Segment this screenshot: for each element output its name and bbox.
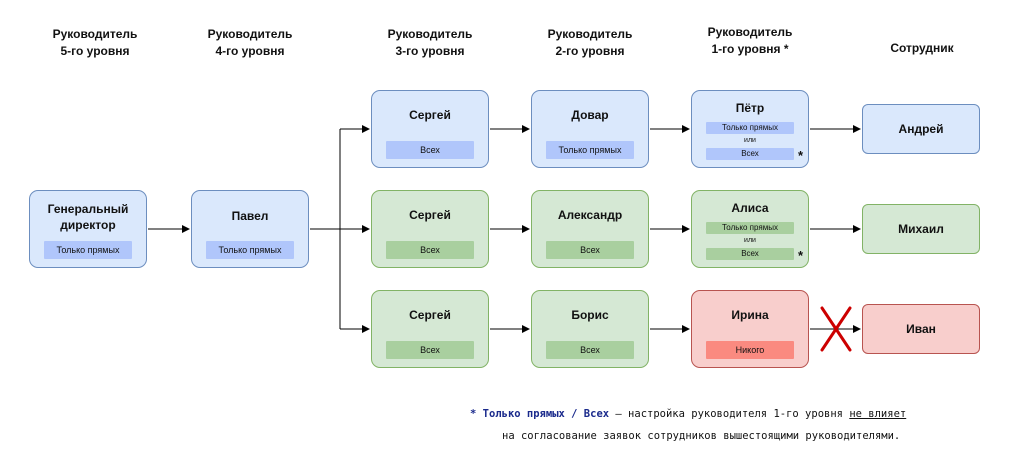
header-level1-star: * xyxy=(783,42,789,56)
node-r3-employee: Иван xyxy=(862,304,980,354)
node-r2-l3: Сергей Всех xyxy=(371,190,489,268)
node-r2-l1-star: * xyxy=(797,248,803,263)
node-r2-l1-name: Алиса xyxy=(731,201,769,215)
header-level2: Руководитель 2-го уровня xyxy=(547,27,633,58)
node-r3-l3-setting: Всех xyxy=(386,341,474,359)
node-r2-l3-name: Сергей xyxy=(409,208,451,222)
node-r1-l2-name: Довар xyxy=(571,108,609,122)
footnote-underlined: не влияет xyxy=(849,408,907,420)
node-r2-employee: Михаил xyxy=(862,204,980,254)
node-r1-l1-star: * xyxy=(797,148,803,163)
node-r2-l1-or: или xyxy=(744,237,756,244)
node-r2-l2-name: Александр xyxy=(557,208,623,222)
header-level5: Руководитель 5-го уровня xyxy=(52,27,138,58)
footnote-bold: Только прямых / Всех xyxy=(482,408,610,420)
node-r1-l1-or: или xyxy=(744,137,756,144)
header-level3: Руководитель 3-го уровня xyxy=(387,27,473,58)
node-r1-l1: Пётр Только прямых или Всех * xyxy=(691,90,809,168)
node-pavel: Павел Только прямых xyxy=(191,190,309,268)
node-r1-l1-name: Пётр xyxy=(735,101,765,115)
node-r3-l1: Ирина Никого xyxy=(691,290,809,368)
footnote-line2: на согласование заявок сотрудников вышес… xyxy=(502,430,901,442)
node-r2-l1: Алиса Только прямых или Всех * xyxy=(691,190,809,268)
footnote-line1: * Только прямых / Всех — настройка руков… xyxy=(470,407,990,421)
node-r2-l3-setting: Всех xyxy=(386,241,474,259)
header-level4: Руководитель 4-го уровня xyxy=(207,27,293,58)
node-r1-l3-name: Сергей xyxy=(409,108,451,122)
node-ceo-setting: Только прямых xyxy=(44,241,132,259)
node-r2-l2: Александр Всех xyxy=(531,190,649,268)
node-r1-l3-setting: Всех xyxy=(386,141,474,159)
header-level1: Руководитель 1-го уровня * xyxy=(690,24,810,58)
node-r3-l1-name: Ирина xyxy=(731,308,769,322)
node-r1-l2: Довар Только прямых xyxy=(531,90,649,168)
header-employee: Сотрудник xyxy=(890,41,954,55)
node-r3-l3: Сергей Всех xyxy=(371,290,489,368)
node-r2-l1-opt2: Всех xyxy=(706,248,794,260)
node-r1-employee: Андрей xyxy=(862,104,980,154)
node-pavel-name: Павел xyxy=(231,209,269,223)
node-ceo: Генеральный директор Только прямых xyxy=(29,190,147,268)
header-level1-text: Руководитель 1-го уровня xyxy=(707,25,793,56)
node-pavel-setting: Только прямых xyxy=(206,241,294,259)
node-r2-l1-opt1: Только прямых xyxy=(706,222,794,234)
node-r1-l1-opt1: Только прямых xyxy=(706,122,794,134)
node-r1-l2-setting: Только прямых xyxy=(546,141,634,159)
node-r2-l2-setting: Всех xyxy=(546,241,634,259)
node-r1-l3: Сергей Всех xyxy=(371,90,489,168)
node-r3-l3-name: Сергей xyxy=(409,308,451,322)
cross-icon xyxy=(820,306,852,352)
node-r3-l2: Борис Всех xyxy=(531,290,649,368)
node-r1-l1-opt2: Всех xyxy=(706,148,794,160)
node-r3-l1-setting: Никого xyxy=(706,341,794,359)
node-r3-l2-name: Борис xyxy=(571,308,609,322)
footnote-star: * xyxy=(470,408,477,420)
node-r3-l2-setting: Всех xyxy=(546,341,634,359)
node-ceo-name: Генеральный директор xyxy=(47,202,129,232)
footnote-part1: — настройка руководителя 1-го уровня xyxy=(609,408,850,420)
